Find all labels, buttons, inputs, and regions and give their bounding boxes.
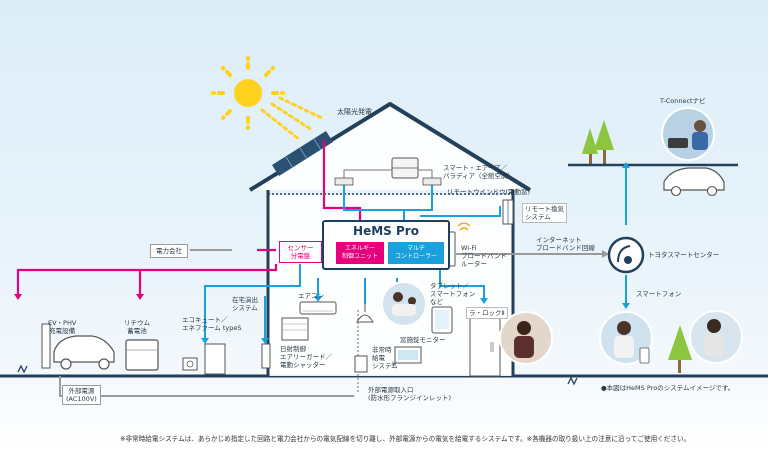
light-icon [356,304,374,323]
door-icon [469,317,501,377]
toyota-center-icon [607,236,645,274]
label-tconnect: T-Connectナビ [660,97,706,105]
label-ecocute: エコキュート／ エネファーム typeS [182,316,242,332]
energy-control-unit: エネルギー 制御ユニット [336,242,384,264]
battery-icon [125,339,159,371]
label-aircon: エアコン [298,292,324,300]
label-emergency-mark: ※ [391,360,397,368]
emergency-power-icon [354,355,368,373]
label-external-power: 外部電源 (AC100V) [62,385,101,405]
label-lighting: 在宅演出 システム [232,296,258,312]
monitor-icon [394,346,422,364]
car-icon [663,167,725,197]
label-emergency: 非常時 給電 システム [372,346,398,370]
label-smartphone: スマートフォン [636,290,682,298]
label-power-company: 電力会社 [150,244,188,258]
internet-lines [59,249,604,397]
ground-break-marks [17,364,578,386]
label-toyota-center: トヨタスマートセンター [648,251,720,259]
label-solar: 太陽光発電 [337,108,372,116]
aircon-unit-icon [299,301,337,315]
window-icon [502,199,514,225]
label-remote-window: リモートウインドウ(電動窓) [447,188,531,196]
label-internet: インターネット ブロードバンド回線 [536,236,595,252]
label-shutter: 日射制御 エアリーガード／ 電動シャッター [280,345,332,369]
visitor-photo [499,311,553,365]
label-ev: EV・PHV 充電設備 [48,319,77,335]
label-remote-vent: リモート換気 システム [522,203,567,223]
data-lines [204,166,627,340]
label-rarock: ラ・ロックⅡ [466,307,508,319]
label-tablet: タブレット／ スマートフォン など [430,282,476,306]
sun-icon [211,56,324,142]
tconnect-photo [661,107,715,161]
central-aircon-icon [334,157,442,186]
multi-controller: マルチ コントローラー [388,242,444,264]
label-external-inlet: 外部電源取入口 (防水形フランジインレット) [368,386,452,402]
hems-title: HeMS Pro [353,224,419,238]
label-image-note: ●本図はHeMS Proのシステムイメージです。 [601,384,735,392]
label-window-monitor: 窓施錠モニター [400,336,446,344]
label-wifi-router: Wi-Fi ブロードバンド ルーター [461,244,507,268]
power-lines [16,140,362,296]
label-central-aircon: スマート・エアーズ／ パラディア（全館空調） [443,164,515,180]
panel-board-icon [182,343,271,375]
ev-car-icon [41,323,115,370]
tablet-icon [431,306,453,334]
label-battery: リチウム 蓄電池 [124,319,150,335]
solar-panel-icon [272,131,333,176]
sensor-panel-box: センサー 分電盤 [279,241,322,263]
shutter-icon [281,317,309,341]
hems-pro-unit: HeMS Pro エネルギー 制御ユニット マルチ コントローラー [322,220,450,270]
tree-icon [582,120,692,373]
smartphone-user-photo [599,311,653,365]
footnote: ※非常時給電システムは、あらかじめ指定した回路と電力会社からの電気配線を切り離し… [120,435,691,443]
family-photo [381,281,427,327]
child-photo [689,310,743,364]
